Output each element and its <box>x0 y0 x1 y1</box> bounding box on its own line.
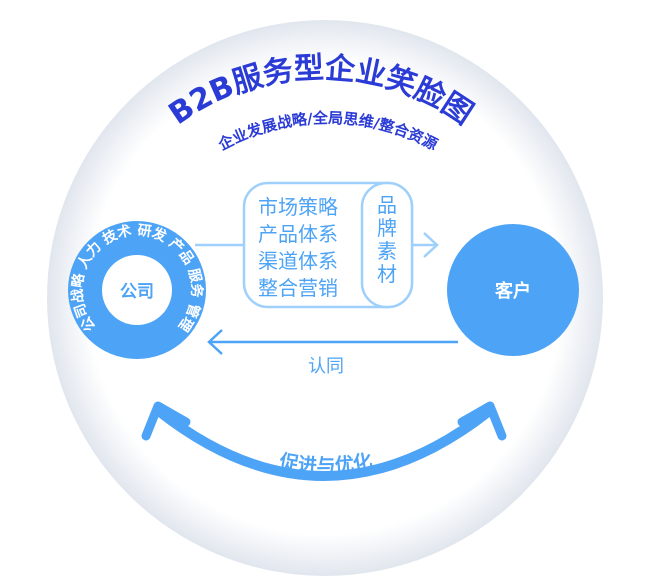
strategy-line: 渠道体系 <box>258 249 338 273</box>
strategy-line: 产品体系 <box>258 222 338 246</box>
strategy-line: 市场策略 <box>258 195 338 219</box>
brand-char: 牌 <box>377 216 397 240</box>
back-label: 认同 <box>308 356 344 377</box>
back-arrow <box>207 329 458 355</box>
strategy-lines: 市场策略 产品体系 渠道体系 整合营销 <box>258 195 338 300</box>
customer-circle <box>447 224 579 356</box>
brand-box <box>360 181 414 309</box>
brand-char: 素 <box>377 239 397 263</box>
brand-lines: 品 牌 素 材 <box>377 193 397 286</box>
strategy-line: 整合营销 <box>258 276 338 300</box>
company-inner-circle <box>102 255 172 325</box>
smile-arrow <box>141 401 507 481</box>
brand-char: 品 <box>377 193 397 217</box>
company-label: 公司 <box>120 282 154 302</box>
customer-label: 客户 <box>495 280 531 302</box>
brand-char: 材 <box>377 262 397 286</box>
